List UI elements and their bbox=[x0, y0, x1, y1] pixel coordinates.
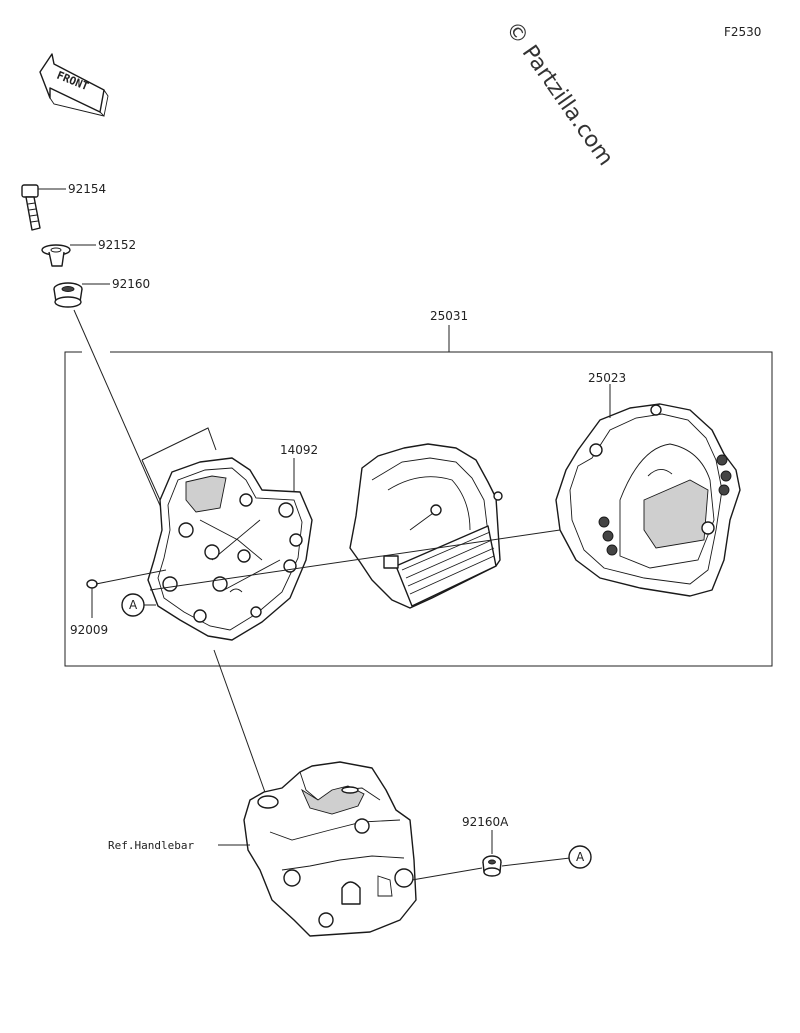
label-25023: 25023 bbox=[588, 371, 626, 385]
label-ref-handlebar: Ref.Handlebar bbox=[108, 839, 194, 852]
callout-a-right bbox=[568, 845, 592, 869]
meter-cover-part bbox=[147, 457, 313, 641]
meter-case-part bbox=[555, 403, 741, 597]
label-92009: 92009 bbox=[70, 623, 108, 637]
label-92152: 92152 bbox=[98, 238, 136, 252]
label-92160: 92160 bbox=[112, 277, 150, 291]
bolt-part bbox=[21, 184, 41, 231]
label-92154: 92154 bbox=[68, 182, 106, 196]
meter-unit-part bbox=[349, 443, 503, 609]
label-92160a: 92160A bbox=[462, 815, 509, 829]
front-arrow-icon: FRONT bbox=[39, 53, 109, 117]
collar-part bbox=[41, 244, 71, 267]
grommet-a-part bbox=[482, 855, 502, 877]
label-25031: 25031 bbox=[430, 309, 468, 323]
figure-code: F2530 bbox=[724, 25, 761, 39]
screw-part bbox=[86, 579, 107, 589]
callout-a-left-label: A bbox=[129, 598, 138, 612]
watermark: © Partzilla.com bbox=[500, 17, 618, 170]
callout-a-right-label: A bbox=[576, 850, 585, 864]
grommet-part bbox=[53, 282, 83, 308]
label-14092: 14092 bbox=[280, 443, 318, 457]
assembly-box bbox=[64, 351, 773, 667]
handlebar-bracket-part bbox=[243, 761, 417, 937]
